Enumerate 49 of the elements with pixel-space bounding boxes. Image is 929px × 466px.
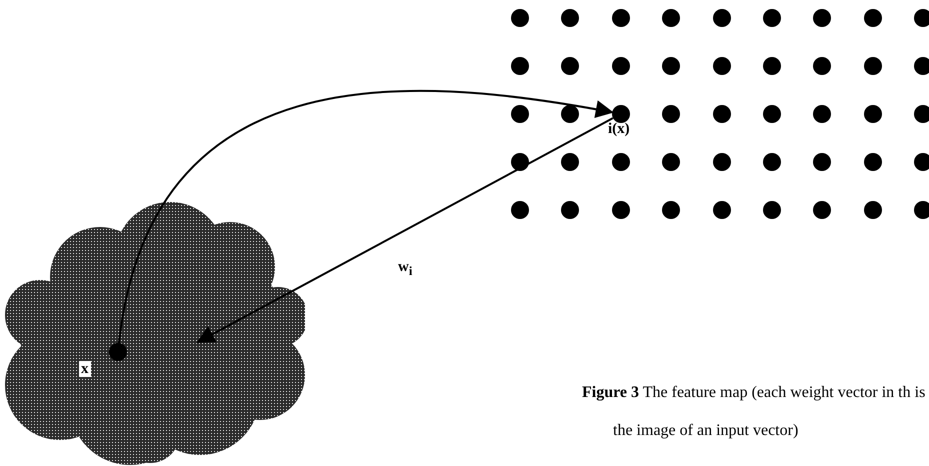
lattice-node <box>612 153 630 172</box>
lattice-node <box>864 8 882 26</box>
lattice-node <box>813 153 832 172</box>
lattice-node <box>813 8 832 26</box>
lattice-node <box>511 8 529 26</box>
lattice-node <box>914 153 929 172</box>
lattice-node <box>864 104 882 123</box>
lattice-node <box>813 56 832 75</box>
lattice-node <box>712 201 731 220</box>
lattice-node <box>914 201 929 220</box>
lattice-node <box>864 201 882 220</box>
lattice-node <box>712 153 731 172</box>
lattice-node <box>612 56 630 75</box>
lattice-node <box>612 201 630 220</box>
lattice-node <box>662 56 680 75</box>
lattice-node <box>511 56 529 75</box>
node-label: x <box>79 361 90 377</box>
lattice-node <box>712 104 731 123</box>
lattice-node <box>561 201 580 220</box>
lattice-node <box>662 153 680 172</box>
lattice-node <box>864 56 882 75</box>
arrow <box>196 117 614 343</box>
node-label: i(x) <box>607 120 631 137</box>
lattice-node <box>763 8 781 26</box>
lattice-node <box>813 201 832 220</box>
figure-caption: Figure 3 The feature map (each weight vector in th is the image of an input vector) <box>582 383 926 441</box>
lattice-node <box>662 8 680 26</box>
lattice-node <box>712 8 731 26</box>
lattice-node <box>561 104 580 123</box>
lattice-node <box>763 56 781 75</box>
lattice-node <box>662 201 680 220</box>
lattice-node <box>612 8 630 26</box>
lattice-node <box>914 56 929 75</box>
lattice-node <box>763 153 781 172</box>
lattice-node <box>561 56 580 75</box>
lattice-node <box>763 104 781 123</box>
lattice-node <box>763 201 781 220</box>
lattice-node <box>561 153 580 172</box>
lattice-node <box>813 104 832 123</box>
lattice-node <box>511 201 529 220</box>
lattice-node <box>864 153 882 172</box>
lattice-node <box>712 56 731 75</box>
lattice-node <box>914 104 929 123</box>
lattice-node <box>561 8 580 26</box>
arrow <box>118 90 614 344</box>
lattice-node <box>914 8 929 26</box>
lattice-node <box>511 153 529 172</box>
lattice-node <box>511 104 529 123</box>
lattice-node <box>662 104 680 123</box>
